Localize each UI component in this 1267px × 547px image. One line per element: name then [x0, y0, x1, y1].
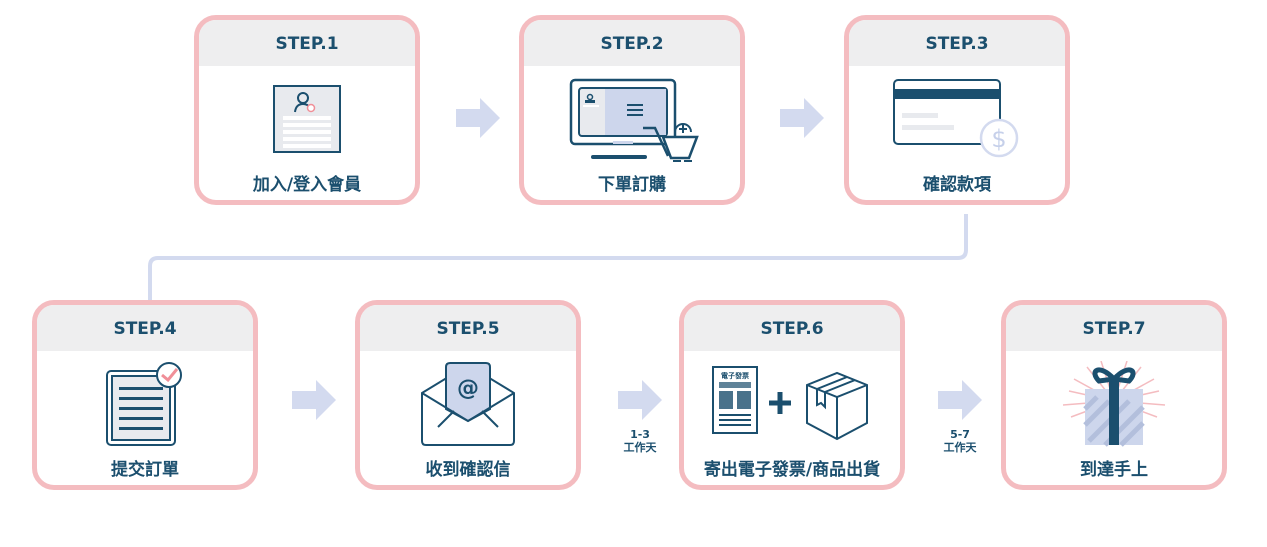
- step-card-6: STEP.6 電子發票 寄出電子發票/商品出貨: [679, 300, 905, 490]
- step-card-2: STEP.2 下單訂購: [519, 15, 745, 205]
- arrow-right-icon: [456, 98, 502, 138]
- member-register-icon: [199, 76, 415, 162]
- step-card-1: STEP.1 加入/登入會員: [194, 15, 420, 205]
- invoice-title: 電子發票: [721, 371, 749, 380]
- step-card-5: STEP.5 @ 收到確認信: [355, 300, 581, 490]
- invoice-box-icon: 電子發票: [684, 361, 900, 447]
- step-label: 收到確認信: [425, 460, 511, 480]
- svg-text:$: $: [991, 125, 1006, 153]
- step-number: STEP.3: [849, 20, 1065, 66]
- email-open-icon: @: [360, 361, 576, 447]
- step-label: 到達手上: [1080, 460, 1148, 480]
- document-check-icon: [37, 361, 253, 447]
- arrow-right-icon: [780, 98, 826, 138]
- step-number: STEP.2: [524, 20, 740, 66]
- arrow-right-icon: [618, 380, 664, 420]
- box-icon: [806, 371, 868, 441]
- duration-label: 5-7 工作天: [930, 428, 990, 454]
- duration-label: 1-3 工作天: [610, 428, 670, 454]
- step-card-7: STEP.7 到達手上: [1001, 300, 1227, 490]
- step-label: 提交訂單: [111, 460, 179, 480]
- gift-icon: [1006, 361, 1222, 447]
- step-number: STEP.7: [1006, 305, 1222, 351]
- arrow-right-icon: [938, 380, 984, 420]
- step-number: STEP.4: [37, 305, 253, 351]
- credit-card-dollar-icon: $: [849, 76, 1065, 162]
- step-number: STEP.5: [360, 305, 576, 351]
- duration-range: 1-3: [630, 428, 650, 441]
- step-card-3: STEP.3 $ 確認款項: [844, 15, 1070, 205]
- step-label: 下單訂購: [598, 175, 666, 195]
- computer-cart-icon: [524, 76, 740, 162]
- step-label: 加入/登入會員: [252, 175, 362, 195]
- step-number: STEP.1: [199, 20, 415, 66]
- svg-text:@: @: [457, 376, 479, 401]
- duration-range: 5-7: [950, 428, 970, 441]
- duration-unit: 工作天: [623, 441, 657, 454]
- invoice-icon: 電子發票: [712, 366, 758, 434]
- plus-icon: [769, 392, 791, 414]
- step-label: 確認款項: [923, 175, 991, 195]
- duration-unit: 工作天: [943, 441, 977, 454]
- step-card-4: STEP.4 提交訂單: [32, 300, 258, 490]
- step-label: 寄出電子發票/商品出貨: [703, 460, 881, 480]
- step-number: STEP.6: [684, 305, 900, 351]
- arrow-right-icon: [292, 380, 338, 420]
